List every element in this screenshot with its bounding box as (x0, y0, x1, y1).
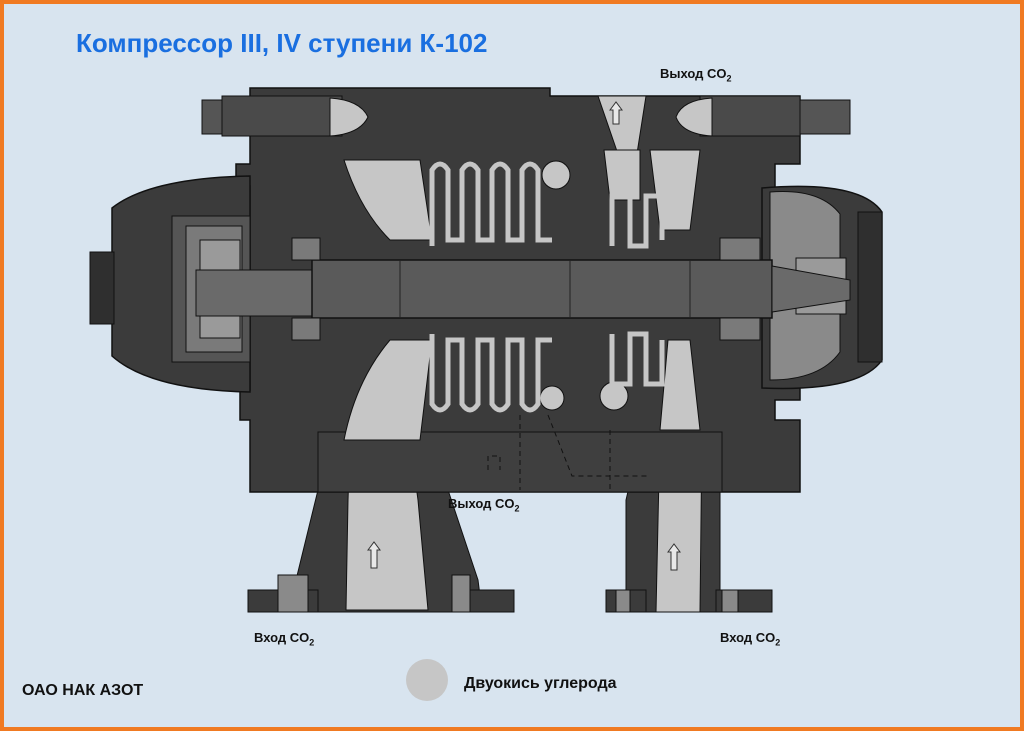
legend-swatch (406, 659, 448, 701)
outlet-top-label: Выход CO2 (660, 66, 732, 84)
gas-passages (343, 95, 701, 441)
impeller-stages (429, 161, 665, 413)
inlet-right-label: Вход CO2 (720, 630, 781, 648)
company-name: ОАО НАК АЗОТ (22, 682, 144, 699)
rotor-shaft (195, 237, 851, 341)
outlet-dashed-lines (487, 414, 650, 490)
top-studs (201, 95, 851, 137)
page-title: Компрессор III, IV ступени К-102 (76, 28, 488, 58)
inlet-left-label: Вход CO2 (254, 630, 315, 648)
outlet-bottom-label: Выход CO2 (448, 496, 520, 514)
legend-label: Двуокись углерода (464, 675, 617, 692)
